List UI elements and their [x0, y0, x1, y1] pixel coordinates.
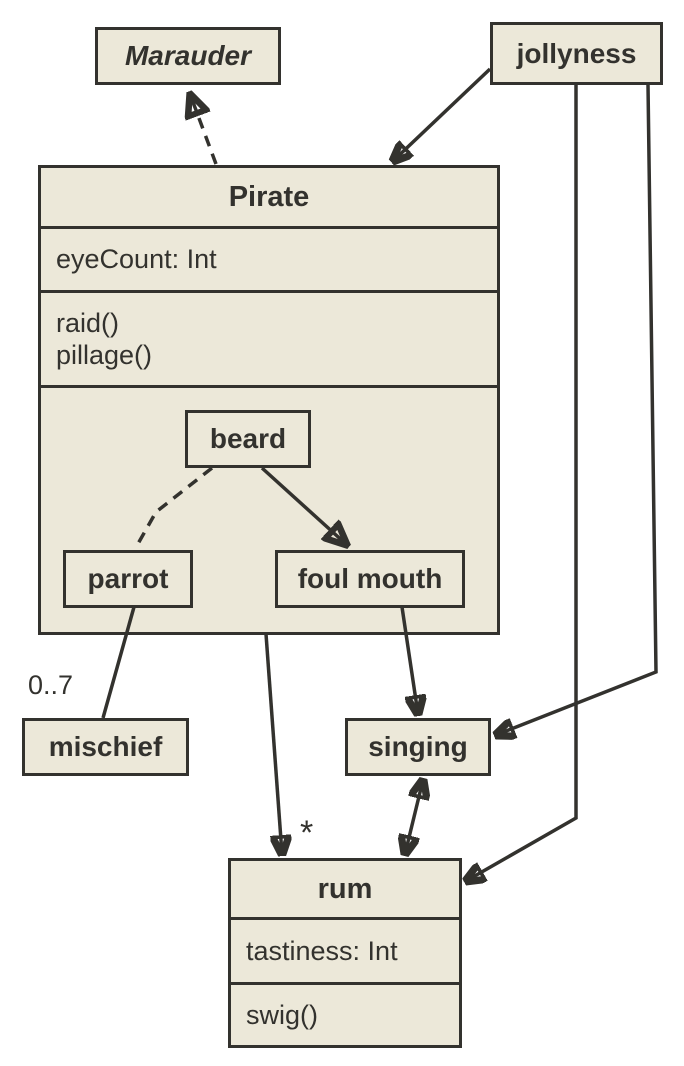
class-rum: rum tastiness: Int swig(): [228, 858, 462, 1048]
class-rum-title: rum: [317, 872, 373, 905]
multiplicity-label-rum: *: [300, 814, 314, 852]
node-beard: beard: [185, 410, 311, 468]
class-pirate-method-pillage: pillage(): [56, 340, 153, 370]
multiplicity-label-mischief: 0..7: [28, 670, 74, 700]
node-marauder-label: Marauder: [124, 40, 252, 71]
class-pirate-title: Pirate: [228, 180, 310, 213]
edge-jollyness-singing: [496, 84, 658, 735]
node-foul-mouth-label: foul mouth: [297, 563, 443, 594]
node-mischief-label: mischief: [48, 731, 163, 762]
node-mischief: mischief: [22, 718, 189, 776]
class-rum-attribute: tastiness: Int: [246, 935, 398, 966]
edge-jollyness-pirate: [393, 67, 492, 161]
node-jollyness: jollyness: [490, 22, 663, 85]
node-singing-label: singing: [368, 731, 468, 762]
edge-pirate-rum: [264, 633, 282, 854]
node-foul-mouth: foul mouth: [275, 550, 465, 608]
edge-pirate-marauder-generalization: [190, 94, 218, 165]
node-marauder: Marauder: [95, 27, 281, 85]
class-rum-method-swig: swig(): [246, 999, 318, 1030]
node-parrot: parrot: [63, 550, 193, 608]
class-pirate-nested-compartment: [41, 385, 497, 632]
edge-singing-rum: [405, 780, 423, 854]
node-jollyness-label: jollyness: [516, 37, 637, 69]
node-parrot-label: parrot: [87, 563, 169, 594]
class-pirate-attribute: eyeCount: Int: [56, 244, 217, 274]
class-pirate-method-raid: raid(): [56, 308, 120, 338]
node-singing: singing: [345, 718, 491, 776]
node-beard-label: beard: [209, 423, 287, 454]
